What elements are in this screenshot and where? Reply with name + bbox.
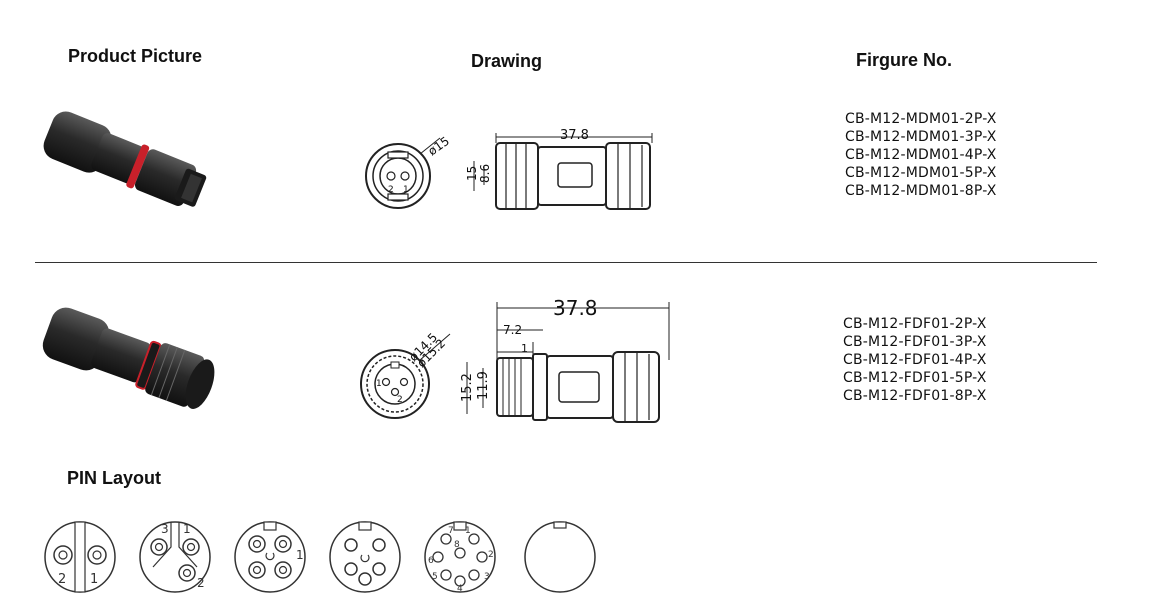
face-pin-label: 2 [397, 395, 403, 405]
part-number: CB-M12-MDM01-4P-X [845, 147, 997, 163]
part-number: CB-M12-FDF01-2P-X [843, 316, 987, 332]
step-label: 1 [521, 342, 528, 355]
pin-label: 2 [488, 550, 494, 560]
pin-label: 6 [428, 556, 434, 566]
part-number: CB-M12-FDF01-4P-X [843, 352, 987, 368]
drawing-side-view-male: 37.8 15 8.6 [462, 123, 662, 218]
pin-layout-5p [329, 521, 401, 593]
figure-no-header: Firgure No. [856, 50, 953, 70]
part-number: CB-M12-MDM01-8P-X [845, 183, 997, 199]
pin-label: 4 [457, 584, 463, 594]
pin-layout-row: 2 1 3 1 2 [40, 512, 610, 602]
height-outer-label: 15.2 [460, 373, 475, 402]
height-inner-label: 8.6 [478, 164, 492, 183]
pin-label: 8 [454, 540, 460, 550]
drawing-face-view-female: 1 2 ø14.5 ø15.2 [350, 322, 470, 422]
pin-label: 1 [90, 572, 98, 587]
part-number: CB-M12-MDM01-5P-X [845, 165, 997, 181]
pin-label: 3 [484, 572, 490, 582]
length-label: 37.8 [560, 128, 589, 143]
pin-label: 3 [161, 522, 169, 536]
face-pin-label: 1 [376, 379, 382, 389]
part-number: CB-M12-FDF01-3P-X [843, 334, 987, 350]
pin-layout-blank [524, 521, 596, 593]
drawing-face-view-male: 2 1 ø15 [358, 128, 468, 218]
product-image-male-connector [34, 108, 219, 223]
pin-layout-8p: 7 1 8 2 6 3 5 4 [424, 521, 496, 594]
part-number-list-male: CB-M12-MDM01-2P-X CB-M12-MDM01-3P-X CB-M… [845, 110, 997, 200]
pin-layout-4p: 1 [234, 521, 306, 593]
height-outer-label: 15 [465, 166, 479, 181]
diameter-label: ø15 [425, 134, 452, 158]
offset-label: 7.2 [503, 323, 522, 337]
part-number: CB-M12-MDM01-2P-X [845, 111, 997, 127]
pin-label: 1 [465, 526, 471, 536]
pin-layout-3p: 3 1 2 [139, 521, 211, 593]
section-divider [35, 262, 1097, 263]
part-number: CB-M12-FDF01-8P-X [843, 388, 987, 404]
product-picture-header: Product Picture [68, 46, 203, 66]
part-number: CB-M12-MDM01-3P-X [845, 129, 997, 145]
part-number-list-female: CB-M12-FDF01-2P-X CB-M12-FDF01-3P-X CB-M… [843, 315, 987, 405]
pin-label: 5 [432, 572, 438, 582]
pin-label: 1 [296, 548, 304, 562]
height-inner-label: 11.9 [476, 371, 491, 400]
pin-label: 2 [197, 576, 205, 590]
pin-layout-header: PIN Layout [67, 468, 162, 488]
drawing-side-view-female: 37.8 7.2 1 15.2 11.9 [455, 290, 675, 430]
pin-layout-2p: 2 1 [44, 521, 116, 593]
drawing-header: Drawing [471, 51, 543, 71]
pin-label: 2 [58, 572, 66, 587]
product-image-female-connector [34, 300, 219, 430]
face-pin-label: 2 [388, 185, 394, 195]
pin-label: 1 [183, 522, 191, 536]
pin-label: 7 [448, 526, 454, 536]
part-number: CB-M12-FDF01-5P-X [843, 370, 987, 386]
length-label: 37.8 [553, 296, 598, 320]
face-pin-label: 1 [403, 185, 409, 195]
